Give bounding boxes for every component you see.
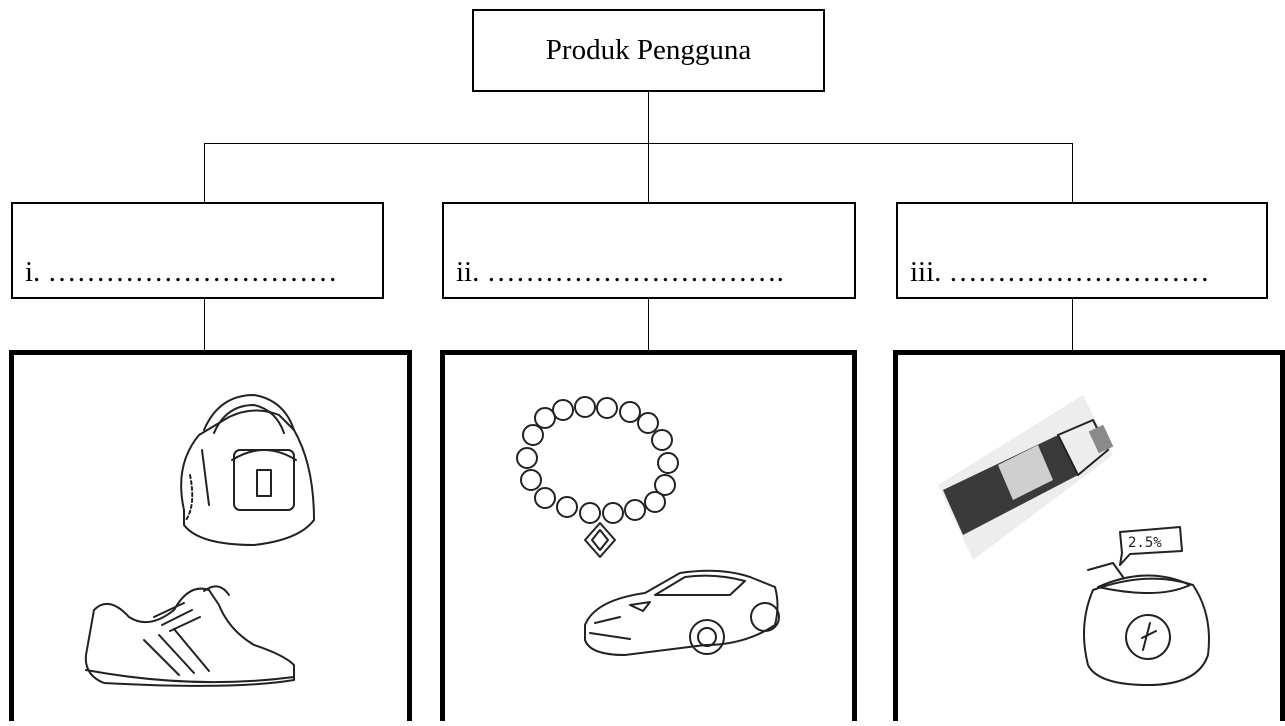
- bag-icon: [180, 394, 315, 546]
- car-icon: [584, 569, 780, 656]
- connector-panel-1: [204, 299, 205, 351]
- category-box-3[interactable]: iii. ………………………: [896, 202, 1268, 299]
- category-label-1: i. …………………………: [25, 256, 338, 288]
- image-panel-2: [440, 350, 857, 721]
- root-label: Produk Pengguna: [545, 34, 752, 66]
- category-label-2: ii. ………………………….: [456, 256, 784, 288]
- tube-icon: [938, 395, 1114, 560]
- connector-root-down: [648, 92, 649, 144]
- connector-branch-3: [1072, 143, 1073, 203]
- sneaker-icon: [84, 585, 295, 687]
- image-panel-3: 2.5%: [893, 350, 1285, 721]
- connector-branch-1: [204, 143, 205, 203]
- root-node: Produk Pengguna: [472, 9, 825, 92]
- connector-branch-2: [648, 143, 649, 203]
- image-panel-1: [9, 350, 412, 721]
- connector-horizontal: [204, 143, 1073, 144]
- sack-tag-label: 2.5%: [1128, 535, 1162, 551]
- category-box-1[interactable]: i. …………………………: [11, 202, 384, 299]
- connector-panel-2: [648, 299, 649, 351]
- rice-sack-icon: 2.5%: [1083, 526, 1210, 686]
- category-label-3: iii. ………………………: [910, 256, 1210, 288]
- category-box-2[interactable]: ii. ………………………….: [442, 202, 856, 299]
- connector-panel-3: [1072, 299, 1073, 351]
- necklace-icon: [516, 396, 679, 558]
